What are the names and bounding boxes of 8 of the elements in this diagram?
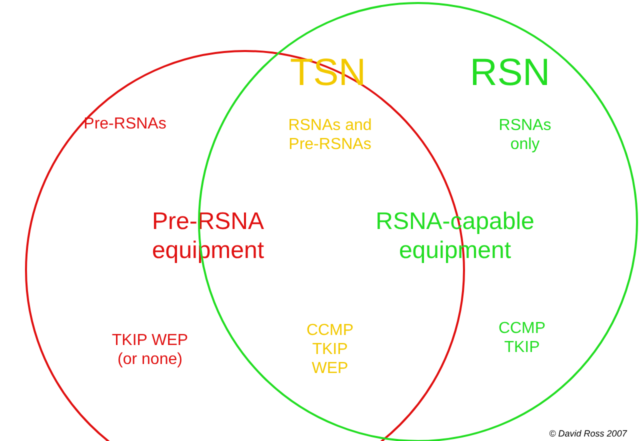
region-label: RSNAs and Pre-RSNAs xyxy=(287,116,373,154)
cipher-list: CCMP TKIP WEP xyxy=(302,321,358,379)
region-label: Pre-RSNAs xyxy=(82,114,168,134)
cipher-list: CCMP TKIP xyxy=(494,318,550,358)
region-label: RSNAs only xyxy=(498,116,552,154)
cipher-list: TKIP WEP (or none) xyxy=(105,330,195,370)
copyright-note: © David Ross 2007 xyxy=(548,428,628,440)
set-heading: RSN xyxy=(468,51,552,96)
